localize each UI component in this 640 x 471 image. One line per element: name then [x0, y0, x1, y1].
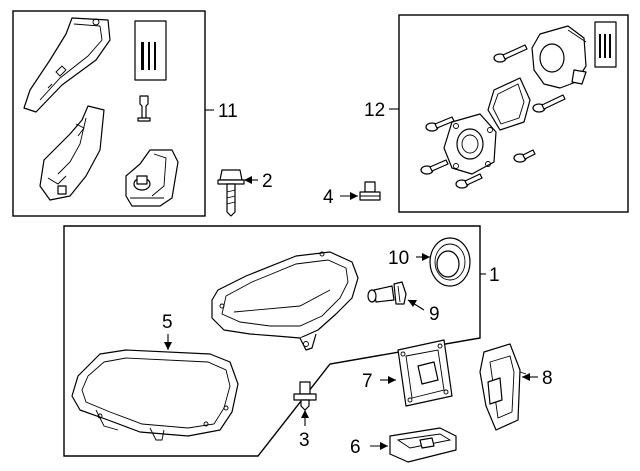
group-11-box [12, 10, 206, 217]
group-1-box [63, 225, 481, 457]
gasket-part [487, 77, 531, 131]
screw-part [493, 44, 528, 63]
bracket-plate-part [23, 17, 111, 113]
mounting-flange-part [443, 113, 497, 175]
headlamp-housing-part [211, 251, 359, 351]
bolt-part-2 [217, 169, 245, 217]
callout-4: 4 [323, 187, 334, 208]
screw-part-3 [293, 381, 317, 411]
igniter-part [389, 427, 457, 463]
screw-part [420, 159, 449, 175]
callout-1: 1 [489, 265, 500, 286]
callout-2: 2 [262, 171, 273, 192]
callout-7: 7 [362, 371, 373, 392]
callout-9: 9 [429, 304, 440, 325]
callout-3: 3 [299, 430, 310, 451]
callout-5: 5 [162, 312, 173, 333]
label-card-12-part [594, 21, 617, 68]
pin-part [137, 95, 151, 122]
callout-8: 8 [542, 368, 553, 389]
group-12-box [398, 14, 629, 213]
ballast-plate-part [397, 339, 453, 407]
adapter-housing-part [531, 25, 587, 89]
bulb-part [367, 281, 407, 305]
callout-10: 10 [388, 248, 409, 269]
screw-part [532, 94, 566, 113]
mount-bracket-part [125, 149, 179, 207]
callout-12: 12 [364, 100, 385, 121]
label-card-part [134, 20, 167, 81]
lower-bracket-part [39, 105, 105, 201]
callout-6: 6 [350, 437, 361, 458]
screw-part [455, 173, 483, 189]
screw-part [513, 149, 536, 163]
control-module-part [479, 343, 527, 431]
callout-11: 11 [218, 101, 238, 122]
bolt-part-4 [359, 181, 381, 201]
lens-part [71, 349, 239, 441]
dust-cap-part [429, 237, 471, 287]
